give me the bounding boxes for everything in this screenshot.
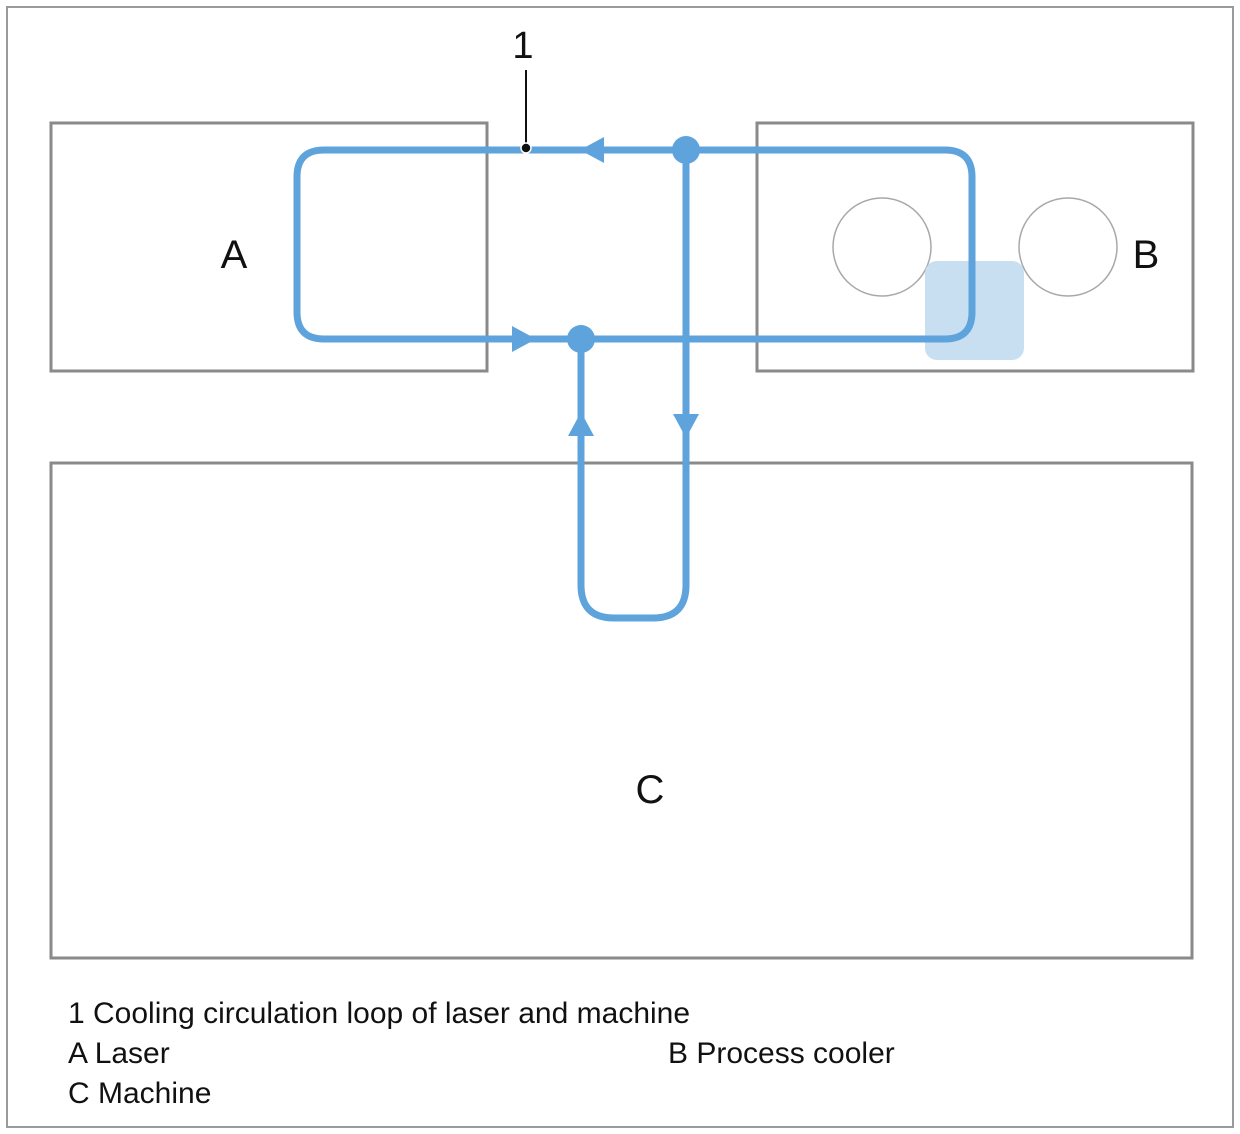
outer-frame [6,6,1234,1128]
machine-box [49,461,1194,960]
flow-arrow-right [512,326,536,352]
legend-item-c: C Machine [68,1077,211,1110]
machine-letter: C [636,768,665,812]
legend-item-1: 1 Cooling circulation loop of laser and … [68,997,690,1030]
flow-arrow-left [580,137,604,163]
junction-node-return [567,325,595,353]
legend-item-b: B Process cooler [668,1037,895,1070]
legend-item-a: A Laser [68,1037,170,1070]
process-cooler-box [755,121,1195,373]
cooler-tank-left [832,197,932,297]
junction-node-supply [672,136,700,164]
flow-arrow-down [673,414,699,438]
laser-letter: A [221,233,248,277]
process-cooler-letter: B [1133,233,1160,277]
cooling-loop-main [293,146,976,343]
flow-arrow-up [568,412,594,436]
callout-number: 1 [512,25,533,67]
cooler-tank-right [1018,197,1118,297]
callout-leader-dot [520,142,532,154]
cooling-loop-machine-branch [577,150,690,622]
laser-box [49,121,489,373]
